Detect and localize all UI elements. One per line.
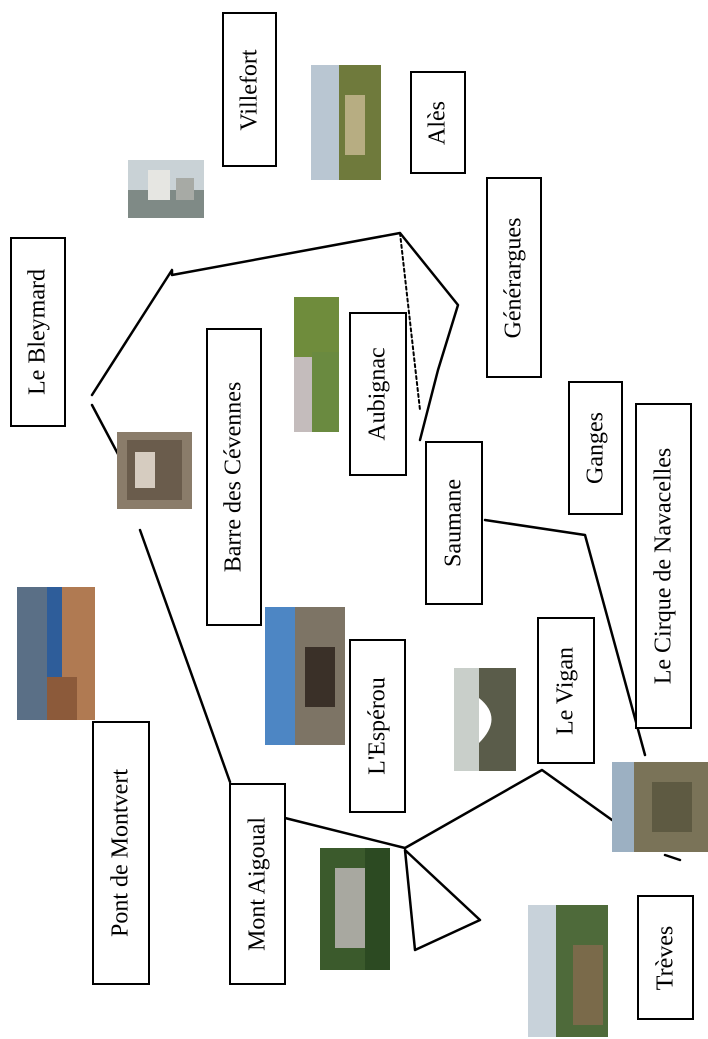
place-label: Trèves — [652, 925, 678, 990]
label-le-vigan: Le Vigan — [537, 617, 595, 764]
place-label: Saumane — [440, 479, 467, 567]
label-mont-aigoual: Mont Aigoual — [229, 783, 286, 985]
place-label: Générargues — [500, 217, 527, 338]
place-label: L'Espérou — [364, 677, 390, 775]
label-le-cirque-de-navacelles: Le Cirque de Navacelles — [635, 403, 692, 729]
label-treves: Trèves — [637, 895, 694, 1020]
label-villefort: Villefort — [222, 12, 277, 167]
route-dotted-aubignac — [399, 232, 421, 411]
route-west-spine — [138, 528, 232, 784]
place-label: Villefort — [236, 48, 262, 131]
photo-navacelles-cirque — [612, 762, 708, 852]
photo-villefort-area — [128, 160, 204, 218]
route-triangle-loop — [403, 848, 482, 952]
place-label: Barre des Cévennes — [220, 381, 247, 573]
photo-treves-gorge — [528, 905, 608, 1037]
photo-le-vigan-bridge — [454, 668, 516, 771]
photo-aubignac-hills — [294, 297, 339, 432]
place-label: Mont Aigoual — [244, 816, 270, 952]
label-ganges: Ganges — [568, 381, 623, 515]
label-ales: Alès — [410, 71, 466, 174]
label-pont-de-montvert: Pont de Montvert — [92, 721, 150, 985]
label-barre-des-cevennes: Barre des Cévennes — [206, 328, 262, 626]
place-label: Alès — [424, 100, 451, 145]
photo-bleymard-rock — [117, 432, 192, 509]
place-label: Le Bleymard — [24, 269, 51, 395]
place-label: Le Cirque de Navacelles — [650, 447, 676, 685]
label-generargues: Générargues — [486, 177, 542, 378]
place-label: Le Vigan — [552, 646, 579, 735]
route-treves-tail — [663, 853, 682, 862]
label-aubignac: Aubignac — [349, 312, 407, 476]
route-saumane-ganges — [483, 518, 647, 757]
photo-ales-landscape — [311, 65, 381, 180]
place-label: Aubignac — [364, 347, 391, 441]
photo-lesperou-village — [265, 607, 345, 745]
place-label: Pont de Montvert — [107, 769, 134, 937]
label-saumane: Saumane — [425, 441, 483, 605]
route-aigoual-vigan — [283, 768, 614, 850]
label-le-bleymard: Le Bleymard — [10, 237, 66, 427]
place-label: Ganges — [582, 412, 608, 484]
label-lesperou: L'Espérou — [349, 639, 406, 813]
photo-pont-de-montvert-lake — [17, 587, 95, 720]
photo-mont-aigoual-forest — [320, 848, 390, 970]
